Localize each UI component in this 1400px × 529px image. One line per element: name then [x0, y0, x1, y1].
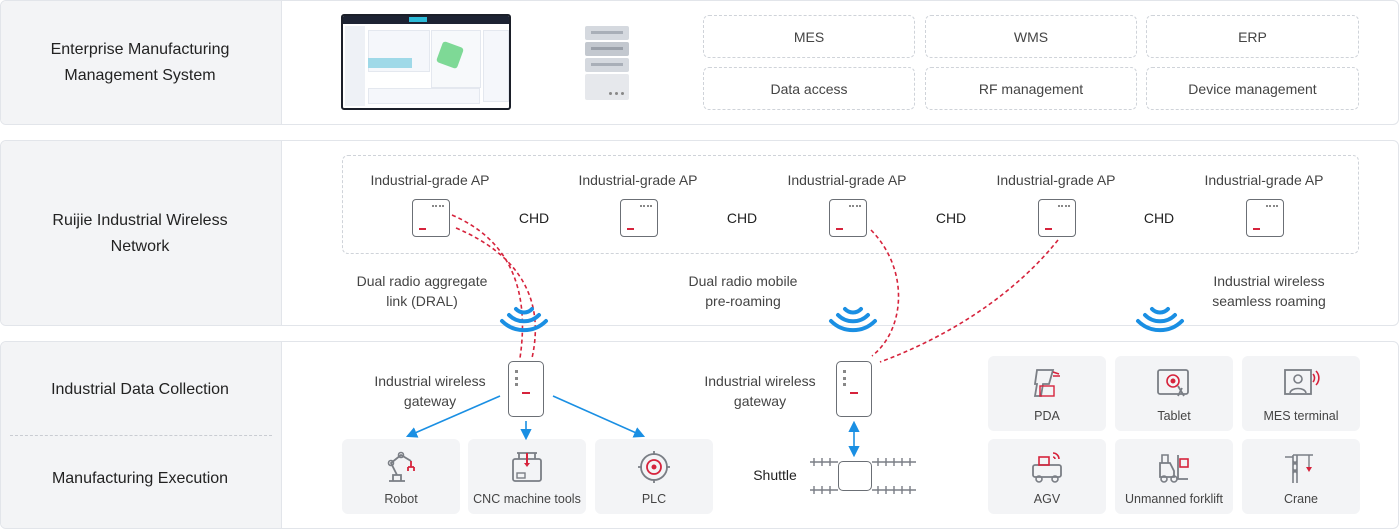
- agv-icon: [988, 449, 1106, 485]
- dashboard-screenshot-icon: [341, 14, 511, 110]
- device-card-cnc: CNC machine tools: [468, 439, 586, 514]
- device-card-agv: AGV: [988, 439, 1106, 514]
- device-caption-crane: Crane: [1283, 492, 1319, 506]
- access-point-icon: [1038, 199, 1076, 237]
- device-caption-cnc: CNC machine tools: [473, 492, 581, 506]
- system-mes: MES: [703, 15, 915, 58]
- gateway-label-2: Industrial wireless gateway: [704, 373, 816, 409]
- device-caption-plc: PLC: [641, 492, 667, 506]
- shuttle-icon: [838, 461, 872, 491]
- network-layer-label: Ruijie Industrial Wireless Network: [52, 212, 228, 255]
- ap-label-5: Industrial-grade AP: [1204, 172, 1324, 188]
- system-wms-label: WMS: [1013, 28, 1049, 45]
- chd-label-4: CHD: [1143, 210, 1175, 226]
- device-card-tablet: Tablet: [1115, 356, 1233, 431]
- dral-link-a: [451, 214, 524, 359]
- device-card-mes-terminal: MES terminal: [1242, 356, 1360, 431]
- chd-label-1: CHD: [518, 210, 550, 226]
- feature-preroam: Dual radio mobile pre-roaming: [688, 273, 798, 309]
- wifi-signal-icon: [500, 307, 548, 333]
- forklift-icon: [1115, 449, 1233, 485]
- system-device-management-label: Device management: [1188, 80, 1317, 97]
- gateway-label-1: Industrial wireless gateway: [374, 373, 486, 409]
- device-caption-mes-terminal: MES terminal: [1263, 409, 1339, 423]
- feature-seamless: Industrial wireless seamless roaming: [1212, 273, 1326, 309]
- device-card-robot: Robot: [342, 439, 460, 514]
- network-layer-label-bg: [1, 141, 282, 325]
- crane-icon: [1242, 449, 1360, 485]
- access-point-icon: [829, 199, 867, 237]
- execution-layer-label: Manufacturing Execution: [51, 470, 229, 487]
- access-point-icon: [412, 199, 450, 237]
- arrow-to-robot: [405, 395, 501, 438]
- device-card-crane: Crane: [1242, 439, 1360, 514]
- system-data-access-label: Data access: [770, 80, 848, 97]
- wifi-signal-icon: [1136, 307, 1184, 333]
- server-rack-icon: [585, 26, 629, 100]
- system-rf-management: RF management: [925, 67, 1137, 110]
- device-card-forklift: Unmanned forklift: [1115, 439, 1233, 514]
- wifi-signal-icon: [829, 307, 877, 333]
- system-device-management: Device management: [1146, 67, 1359, 110]
- arrow-to-plc: [552, 395, 646, 438]
- ap-label-1: Industrial-grade AP: [370, 172, 490, 188]
- device-card-plc: PLC: [595, 439, 713, 514]
- mes-terminal-icon: [1242, 366, 1360, 402]
- ap-label-3: Industrial-grade AP: [787, 172, 907, 188]
- wireless-gateway-icon: [508, 361, 544, 417]
- robot-arm-icon: [342, 449, 460, 485]
- access-point-icon: [620, 199, 658, 237]
- seamless-link: [879, 239, 1059, 363]
- device-caption-robot: Robot: [384, 492, 418, 506]
- tablet-icon: [1115, 366, 1233, 402]
- ap-label-2: Industrial-grade AP: [578, 172, 698, 188]
- shuttle-track: [810, 458, 916, 494]
- plc-icon: [595, 449, 713, 485]
- layer-divider: [10, 435, 272, 436]
- access-point-icon: [1246, 199, 1284, 237]
- chd-label-3: CHD: [935, 210, 967, 226]
- preroam-link: [870, 229, 900, 357]
- chd-label-2: CHD: [726, 210, 758, 226]
- cnc-machine-icon: [468, 449, 586, 485]
- device-caption-tablet: Tablet: [1157, 409, 1191, 423]
- dral-link-b: [455, 227, 537, 359]
- device-caption-agv: AGV: [1033, 492, 1061, 506]
- enterprise-layer-label-bg: [1, 1, 282, 124]
- system-erp: ERP: [1146, 15, 1359, 58]
- feature-dral: Dual radio aggregate link (DRAL): [356, 273, 488, 309]
- system-data-access: Data access: [703, 67, 915, 110]
- enterprise-layer-label: Enterprise Manufacturing Management Syst…: [50, 41, 230, 84]
- ap-label-4: Industrial-grade AP: [996, 172, 1116, 188]
- system-wms: WMS: [925, 15, 1137, 58]
- wireless-gateway-icon: [836, 361, 872, 417]
- device-caption-pda: PDA: [1034, 409, 1060, 423]
- device-caption-forklift: Unmanned forklift: [1125, 492, 1223, 506]
- shuttle-label: Shuttle: [753, 467, 797, 483]
- pda-scanner-icon: [988, 366, 1106, 402]
- device-card-pda: PDA: [988, 356, 1106, 431]
- system-erp-label: ERP: [1238, 28, 1267, 45]
- collection-layer-label: Industrial Data Collection: [51, 381, 229, 398]
- system-rf-management-label: RF management: [978, 80, 1084, 97]
- system-mes-label: MES: [793, 28, 825, 45]
